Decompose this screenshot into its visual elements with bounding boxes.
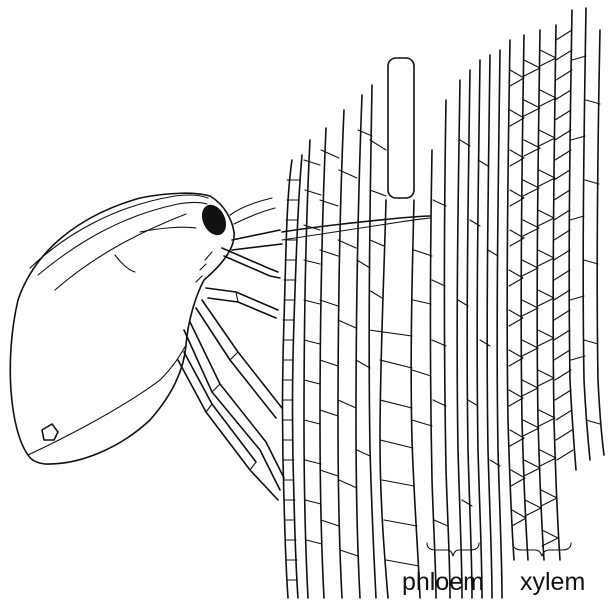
epidermis-inner-wall — [293, 155, 303, 598]
phloem-wall-1 — [457, 80, 462, 598]
xylem-wall-1 — [507, 40, 514, 560]
xylem-wall-4 — [553, 25, 560, 560]
cortex-wall-2 — [320, 128, 326, 598]
parenchyma-cross-walls — [356, 130, 419, 566]
cortex-wall-1 — [304, 140, 310, 598]
phloem-wall-4 — [487, 55, 492, 598]
phloem-label: phloem — [402, 570, 484, 595]
cortex-cross-walls — [304, 150, 358, 556]
aphid-stylet — [282, 216, 430, 232]
xylem-wall-2 — [521, 35, 528, 560]
aphid-abdomen-line — [28, 345, 186, 455]
xylem-outer-walls — [569, 8, 604, 470]
aphid-antenna-1 — [230, 198, 272, 215]
aphid-body-outline — [10, 193, 234, 464]
phloem-wall-5 — [497, 50, 502, 598]
aphid-leg-rear-3 — [178, 352, 278, 500]
xylem-pits — [509, 50, 558, 546]
cortex-wall-3 — [338, 110, 344, 598]
phloem-wall-2 — [467, 70, 472, 598]
epidermis-outer-wall — [283, 160, 293, 598]
phloem-wall-3 — [477, 60, 482, 598]
tall-cell — [388, 58, 414, 198]
xylem-tissue — [507, 8, 604, 560]
aphid-insect — [10, 193, 430, 500]
parenchyma-column-1 — [369, 85, 376, 598]
aphid-wing-line-1 — [30, 195, 208, 268]
parenchyma-column-3 — [411, 200, 420, 598]
aphid-head-line — [196, 252, 212, 282]
parenchyma-column-2 — [380, 200, 388, 598]
aphid-leg-joints — [206, 292, 256, 470]
aphid-wing-line-3 — [55, 214, 186, 290]
aphid-leg-rear-1 — [196, 300, 282, 418]
aphid-antenna-2 — [234, 208, 275, 224]
xylem-brace — [513, 543, 571, 556]
phloem-tissue — [457, 50, 502, 598]
parenchyma-cells — [356, 58, 450, 598]
aphid-leg-front — [222, 248, 280, 278]
aphid-spot — [42, 424, 58, 440]
cortex-wall-4 — [356, 95, 362, 598]
epidermis-cell-walls — [283, 180, 300, 580]
aphid-rostrum — [232, 230, 282, 250]
epidermis-layer — [283, 155, 303, 598]
aphid-eye — [197, 201, 230, 239]
aphid-leg-mid — [206, 288, 278, 318]
parenchyma-column-5 — [445, 100, 451, 598]
cortex-layer — [304, 95, 362, 598]
aphid-wing-line-4 — [115, 255, 135, 272]
parenchyma-column-4 — [431, 150, 437, 598]
xylem-label: xylem — [520, 570, 585, 595]
